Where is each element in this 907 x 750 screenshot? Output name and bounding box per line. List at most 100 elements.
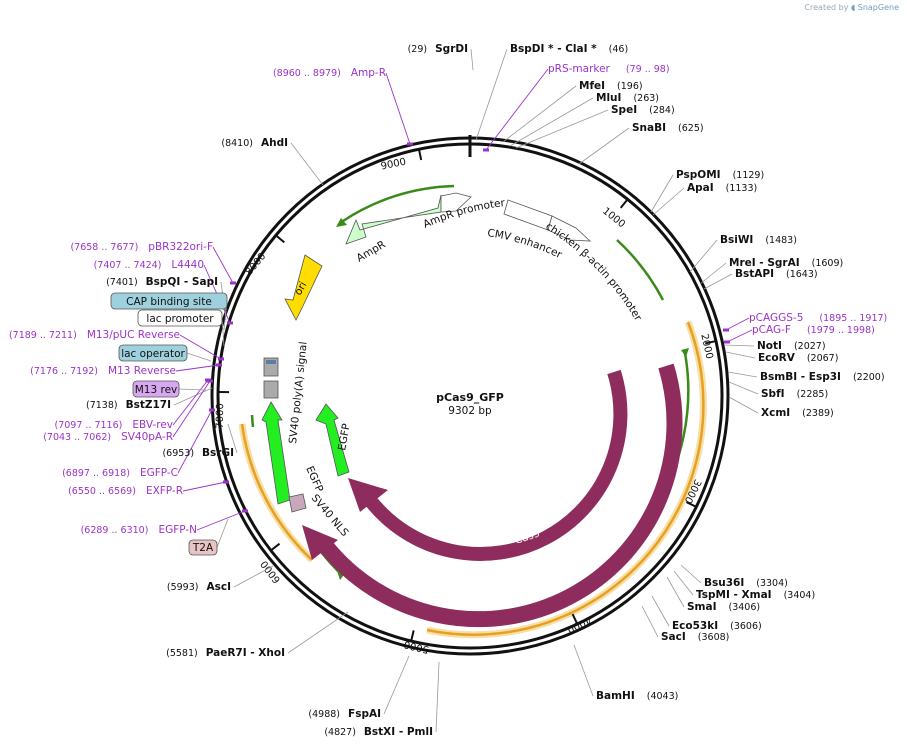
enzyme-name[interactable]: MreI - SgrAI bbox=[729, 257, 800, 269]
cas9-outer-feature[interactable] bbox=[318, 363, 683, 628]
enzyme-name[interactable]: FspAI bbox=[348, 708, 381, 720]
enzyme-position: (263) bbox=[633, 93, 659, 104]
enzyme-name[interactable]: SpeI bbox=[611, 104, 637, 116]
enzyme-name[interactable]: MfeI bbox=[579, 80, 605, 92]
egfp2-feature[interactable] bbox=[261, 401, 291, 505]
chicken-actin-feature[interactable] bbox=[547, 215, 592, 242]
leader-24 bbox=[287, 611, 349, 654]
leader-27 bbox=[173, 387, 213, 406]
feature-box-1[interactable] bbox=[137, 309, 223, 327]
primer-name[interactable]: pRS-marker bbox=[548, 63, 611, 75]
primer-leader-3 bbox=[726, 329, 753, 343]
egfp2-label: EGFP bbox=[303, 464, 325, 494]
feature-box-label: lac operator bbox=[121, 348, 185, 360]
leader-14 bbox=[728, 381, 759, 395]
leader-lines bbox=[172, 48, 759, 733]
primer-mark-7 bbox=[216, 363, 222, 367]
enzyme-name[interactable]: Bsu36I bbox=[704, 577, 744, 589]
leader-8 bbox=[689, 239, 718, 273]
enzyme-name[interactable]: ApaI bbox=[687, 182, 714, 194]
enzyme-name[interactable]: BsmBI - Esp3I bbox=[760, 371, 841, 383]
primer-leader-11 bbox=[182, 481, 227, 492]
enzyme-name[interactable]: MluI bbox=[596, 92, 621, 104]
primer-name[interactable]: L4440 bbox=[171, 259, 204, 271]
cas9-inner-arrowhead[interactable] bbox=[348, 478, 388, 512]
primer-name[interactable]: pCAG-F bbox=[752, 324, 791, 336]
enzyme-name[interactable]: SgrDI bbox=[435, 43, 468, 55]
primer-leader-4 bbox=[212, 246, 234, 284]
egfp-label: EGFP bbox=[336, 423, 353, 452]
primer-name[interactable]: Amp-R bbox=[351, 67, 386, 79]
credit-brand: SnapGene bbox=[857, 3, 899, 12]
enzyme-position: (3608) bbox=[698, 632, 730, 643]
primer-leader-7 bbox=[175, 364, 220, 372]
enzyme-name[interactable]: BspQI - SapI bbox=[146, 276, 218, 288]
cas9-outer-arrowhead[interactable] bbox=[302, 525, 338, 560]
feature-box-2[interactable] bbox=[118, 344, 188, 362]
snapgene-credit: Created by ◖ SnapGene bbox=[804, 3, 899, 12]
primer-name[interactable]: M13/pUC Reverse bbox=[87, 329, 180, 341]
enzyme-name[interactable]: AscI bbox=[206, 581, 231, 593]
credit-text: Created by bbox=[804, 3, 849, 12]
enzyme-position: (3304) bbox=[756, 578, 788, 589]
ampr-promoter-feature[interactable] bbox=[440, 192, 472, 213]
enzyme-name[interactable]: BspDI * - ClaI * bbox=[510, 43, 597, 55]
enzyme-position: (3406) bbox=[729, 602, 761, 613]
feature-box-0[interactable] bbox=[110, 292, 228, 310]
feature-box-3[interactable] bbox=[132, 380, 180, 398]
arrow-6800 bbox=[250, 414, 255, 428]
enzyme-name[interactable]: PspOMI bbox=[676, 169, 721, 181]
enzyme-name[interactable]: SbfI bbox=[761, 388, 785, 400]
arrow-2500-head bbox=[681, 348, 689, 357]
enzyme-name[interactable]: PaeR7I - XhoI bbox=[206, 647, 285, 659]
primer-name[interactable]: EGFP-N bbox=[158, 524, 197, 536]
cmv-enhancer-feature[interactable] bbox=[503, 199, 553, 231]
ampr-feature[interactable] bbox=[345, 194, 442, 245]
enzyme-name[interactable]: Eco53kI bbox=[672, 620, 718, 632]
orange-band-right bbox=[426, 321, 705, 636]
feature-box-4[interactable] bbox=[188, 539, 218, 556]
leader-7 bbox=[652, 187, 685, 216]
enzyme-name[interactable]: XcmI bbox=[761, 407, 790, 419]
enzyme-name[interactable]: SnaBI bbox=[632, 122, 666, 134]
primer-mark-1 bbox=[483, 148, 489, 152]
primer-name[interactable]: EGFP-C bbox=[140, 467, 178, 479]
leader-16 bbox=[680, 564, 702, 584]
egfp-feature[interactable] bbox=[315, 403, 350, 477]
primer-name[interactable]: SV40pA-R bbox=[121, 431, 173, 443]
enzyme-name[interactable]: TspMI - XmaI bbox=[696, 589, 772, 601]
enzyme-position: (4043) bbox=[647, 691, 679, 702]
enzyme-name[interactable]: BamHI bbox=[596, 690, 635, 702]
cas9-inner-feature[interactable] bbox=[364, 369, 628, 561]
primer-name[interactable]: M13 Reverse bbox=[108, 365, 176, 377]
t2a-feature[interactable] bbox=[288, 493, 307, 513]
primer-position: (7407 .. 7424) bbox=[94, 260, 162, 271]
lac-feature[interactable] bbox=[263, 380, 279, 399]
enzyme-position: (1483) bbox=[765, 235, 797, 246]
primer-name[interactable]: EXFP-R bbox=[146, 485, 183, 497]
primer-name[interactable]: pBR322ori-F bbox=[148, 241, 213, 253]
primer-leader-9 bbox=[172, 380, 211, 438]
enzyme-name[interactable]: SacI bbox=[661, 631, 686, 643]
leader-19 bbox=[651, 595, 670, 627]
tick-5000 bbox=[410, 630, 415, 642]
enzyme-name[interactable]: AhdI bbox=[261, 137, 288, 149]
enzyme-name[interactable]: EcoRV bbox=[758, 352, 796, 364]
enzyme-name[interactable]: BstXI - PmlI bbox=[364, 726, 433, 738]
enzyme-name[interactable]: BstAPI bbox=[735, 268, 774, 280]
enzyme-name[interactable]: BsiWI bbox=[720, 234, 753, 246]
primer-name[interactable]: pCAGGS-5 bbox=[749, 312, 803, 324]
enzyme-position: (7401) bbox=[106, 277, 138, 288]
amp-arrow-line bbox=[342, 184, 455, 223]
primer-leader-10 bbox=[177, 409, 213, 474]
enzyme-name[interactable]: BstZ17I bbox=[126, 399, 171, 411]
enzyme-name[interactable]: SmaI bbox=[687, 601, 717, 613]
enzyme-name[interactable]: NotI bbox=[757, 340, 782, 352]
enzyme-name[interactable]: BsrGI bbox=[202, 447, 234, 459]
primer-leader-12 bbox=[196, 510, 246, 531]
enzyme-position: (1643) bbox=[786, 269, 818, 280]
tick-label-2000: 2000 bbox=[698, 333, 714, 360]
primer-name[interactable]: EBV-rev bbox=[132, 419, 173, 431]
ori-feature[interactable] bbox=[284, 254, 323, 321]
